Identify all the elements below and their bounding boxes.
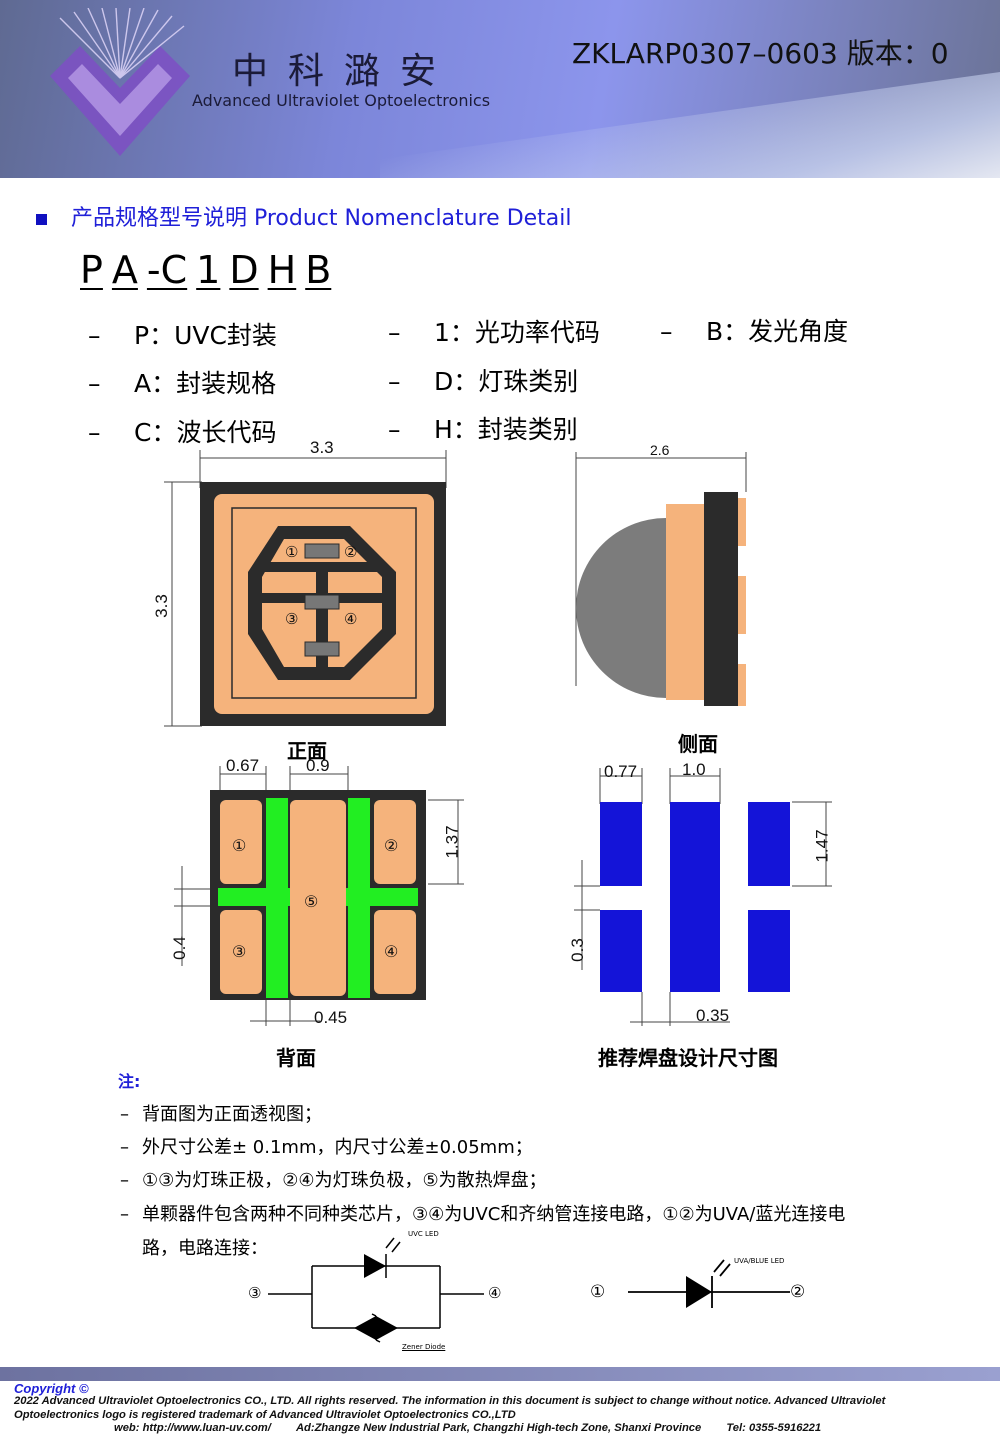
zener-diode-label: Zener Diode [402, 1343, 446, 1351]
pin-mark: ⑤ [304, 894, 319, 911]
note-item: 路，电路连接： [142, 1238, 268, 1259]
company-name-cn: 中科潞安 [232, 51, 457, 92]
address-text: Ad:Zhangze New Industrial Park, Changzhi… [295, 1422, 702, 1435]
code-item: –B：发光角度 [660, 317, 849, 346]
code-letter: -C [146, 248, 188, 292]
code-letter: B [305, 248, 332, 292]
back-dim-label: 0.67 [226, 756, 260, 775]
back-view-drawing [174, 766, 464, 1026]
pad-dim-label: 0.77 [604, 762, 638, 781]
code-item: –C：波长代码 [88, 418, 277, 447]
front-view-title: 正面 [287, 739, 327, 763]
pin-mark: ④ [344, 611, 358, 628]
code-item: –1：光功率代码 [388, 318, 600, 347]
page-footer: Copyright © 2022 Advanced Ultraviolet Op… [14, 1382, 994, 1436]
pad-dim-label: 0.35 [696, 1006, 730, 1025]
note-item: –单颗器件包含两种不同种类芯片，③④为UVC和齐纳管连接电路，①②为UVA/蓝光… [120, 1204, 846, 1225]
uvc-circuit-diagram [268, 1237, 484, 1343]
document-id: ZKLARP0307–0603 版本：0 [572, 37, 949, 70]
pin-mark: ① [285, 544, 299, 561]
footer-band [0, 1367, 1000, 1381]
back-dim-label: 0.9 [306, 756, 330, 775]
pin-mark: ② [344, 544, 358, 561]
pad-dim-label: 1.47 [812, 829, 832, 863]
terminal-mark: ② [790, 1282, 806, 1302]
terminal-mark: ① [590, 1282, 606, 1302]
pad-layout-drawing [574, 768, 832, 1026]
back-dim-label: 0.45 [314, 1008, 348, 1027]
code-item: –H：封装类别 [388, 415, 578, 444]
front-view-drawing [164, 450, 447, 727]
copyright-line: 2022 Advanced Ultraviolet Optoelectronic… [14, 1395, 886, 1408]
terminal-mark: ④ [488, 1284, 502, 1302]
page-header: 中科潞安 Advanced Ultraviolet Optoelectronic… [0, 0, 1000, 178]
note-item: –①③为灯珠正极，②④为灯珠负极，⑤为散热焊盘； [120, 1170, 547, 1191]
section-title: 产品规格型号说明 Product Nomenclature Detail [36, 200, 572, 232]
bullet-square-icon [36, 213, 47, 225]
code-item: –D：灯珠类别 [388, 367, 579, 396]
code-letter: D [229, 248, 259, 292]
pin-mark: ③ [285, 611, 299, 628]
uva-circuit-diagram [628, 1259, 790, 1308]
code-letter: P [80, 248, 103, 292]
pin-mark: ④ [384, 944, 399, 961]
back-dim-label: 1.37 [442, 825, 462, 859]
pin-mark: ① [232, 838, 247, 855]
front-height-label: 3.3 [151, 594, 171, 618]
notes-title: 注: [118, 1072, 141, 1091]
side-view-title: 侧面 [678, 732, 718, 756]
back-view-title: 背面 [276, 1046, 316, 1070]
code-letter: 1 [196, 248, 221, 292]
pad-dim-label: 1.0 [682, 760, 706, 779]
uva-led-label: UVA/BLUE LED [734, 1257, 785, 1265]
note-item: –外尺寸公差± 0.1mm，内尺寸公差±0.05mm； [120, 1137, 533, 1158]
company-name-en: Advanced Ultraviolet Optoelectronics [192, 91, 491, 110]
copyright-line: Optoelectronics logo is registered trade… [14, 1408, 516, 1421]
copyright-title: Copyright © [14, 1381, 89, 1396]
side-view-drawing [575, 452, 747, 706]
company-logo-icon [50, 8, 190, 156]
front-width-label: 3.3 [310, 438, 334, 457]
header-highlight [380, 60, 1000, 178]
side-width-label: 2.6 [650, 442, 670, 458]
terminal-mark: ③ [248, 1284, 262, 1302]
pin-mark: ② [384, 838, 399, 855]
section-title-text: 产品规格型号说明 Product Nomenclature Detail [71, 206, 572, 231]
pad-dim-label: 0.3 [567, 938, 587, 962]
code-letter: A [111, 248, 138, 292]
code-item: –A：封装规格 [88, 369, 277, 398]
uvc-led-label: UVC LED [408, 1230, 439, 1238]
back-dim-label: 0.4 [169, 936, 189, 960]
website-link[interactable]: web: http://www.luan-uv.com/ [114, 1422, 271, 1435]
code-letter: H [267, 248, 297, 292]
tel-text: Tel: 0355-5916221 [726, 1422, 822, 1435]
code-item: –P：UVC封装 [88, 321, 277, 350]
pad-view-title: 推荐焊盘设计尺寸图 [598, 1046, 778, 1070]
note-item: –背面图为正面透视图； [120, 1104, 322, 1125]
pin-mark: ③ [232, 944, 247, 961]
